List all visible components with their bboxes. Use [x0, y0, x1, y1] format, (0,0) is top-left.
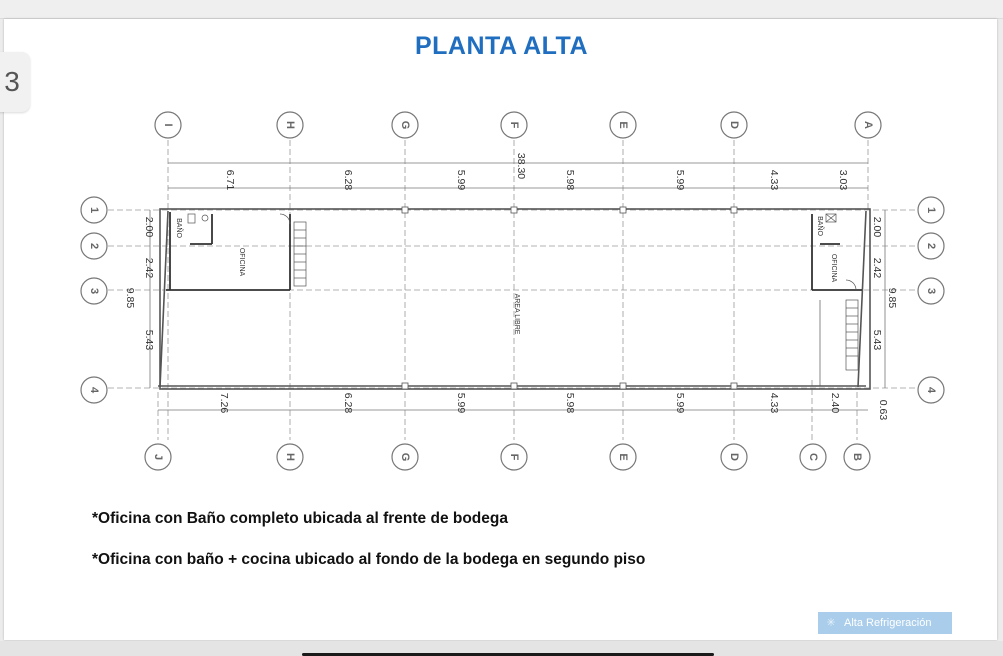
- brand-watermark: ✳ Alta Refrigeración: [818, 612, 952, 634]
- room-label-center: AREA LIBRE: [513, 294, 520, 335]
- floor-plan: I H G F E D A J H G F E D C B 1 2 3 4 1 …: [80, 111, 945, 471]
- dimension-lines: [149, 162, 886, 411]
- home-indicator[interactable]: [302, 653, 714, 656]
- note-item: *Oficina con Baño completo ubicada al fr…: [92, 510, 508, 527]
- axis-label-top: I: [162, 123, 174, 126]
- dim-left: 2.00: [143, 217, 155, 238]
- dim-total-top: 38.30: [515, 153, 527, 179]
- dim-top: 5.99: [455, 170, 467, 191]
- room-label-right-office: OFICINA: [830, 254, 837, 283]
- dim-right: 2.00: [871, 217, 883, 238]
- bottom-bar: [0, 641, 1003, 656]
- top-toolbar-strip: [0, 0, 1003, 19]
- axis-bubbles: [80, 111, 945, 471]
- axis-label-bottom: H: [284, 453, 296, 461]
- axis-label-right: 2: [925, 243, 937, 249]
- axis-label-bottom: B: [851, 453, 863, 461]
- dim-left: 2.42: [143, 258, 155, 279]
- dim-bottom: 7.26: [218, 393, 230, 414]
- room-label-left-bath: BAÑO: [175, 218, 184, 238]
- axis-label-left: 1: [88, 207, 100, 213]
- axis-label-left: 3: [88, 288, 100, 294]
- dim-left-total: 9.85: [124, 288, 136, 309]
- dim-bottom: 5.98: [564, 393, 576, 414]
- axis-label-bottom: C: [807, 453, 819, 461]
- right-office: [811, 214, 862, 291]
- axis-label-bottom: F: [508, 454, 520, 461]
- axis-label-top: F: [508, 122, 520, 129]
- axis-label-left: 4: [88, 387, 100, 394]
- room-label-right-bath: BAÑO: [816, 216, 825, 236]
- axis-label-bottom: E: [617, 453, 629, 460]
- axis-label-bottom: J: [152, 454, 164, 460]
- dim-right-total: 9.85: [886, 288, 898, 309]
- axis-label-bottom: G: [399, 453, 411, 462]
- axis-label-right: 4: [925, 387, 937, 394]
- dim-left: 5.43: [143, 330, 155, 351]
- dim-top: 5.99: [674, 170, 686, 191]
- dim-bottom: 4.33: [768, 393, 780, 414]
- brand-label: Alta Refrigeración: [844, 617, 932, 629]
- dim-top: 6.71: [224, 170, 236, 191]
- dim-right: 2.42: [871, 258, 883, 279]
- axis-label-top: D: [728, 121, 740, 129]
- dim-top: 6.28: [342, 170, 354, 191]
- page-indicator[interactable]: 3: [0, 52, 30, 112]
- axis-label-left: 2: [88, 243, 100, 249]
- dim-top: 3.03: [837, 170, 849, 191]
- notes-section: *Oficina con Baño completo ubicada al fr…: [92, 510, 645, 569]
- axis-label-top: H: [284, 121, 296, 129]
- dim-top: 5.98: [564, 170, 576, 191]
- dim-top: 4.33: [768, 170, 780, 191]
- note-item: *Oficina con baño + cocina ubicado al fo…: [92, 551, 646, 568]
- room-label-left-office: OFICINA: [238, 248, 245, 277]
- column-markers: [401, 206, 738, 390]
- dim-right: 5.43: [871, 330, 883, 351]
- axis-label-bottom: D: [728, 453, 740, 461]
- dim-bottom: 0.63: [877, 400, 889, 421]
- snowflake-icon: ✳: [826, 617, 836, 629]
- dim-bottom: 2.40: [829, 393, 841, 414]
- dim-bottom: 5.99: [455, 393, 467, 414]
- left-office: [166, 212, 291, 291]
- axis-label-right: 3: [925, 288, 937, 294]
- axis-label-top: E: [617, 121, 629, 128]
- axis-label-top: G: [399, 121, 411, 130]
- page-title: PLANTA ALTA: [414, 32, 589, 60]
- axis-label-top: A: [862, 121, 874, 129]
- dim-bottom: 5.99: [674, 393, 686, 414]
- axis-label-right: 1: [925, 207, 937, 213]
- dim-bottom: 6.28: [342, 393, 354, 414]
